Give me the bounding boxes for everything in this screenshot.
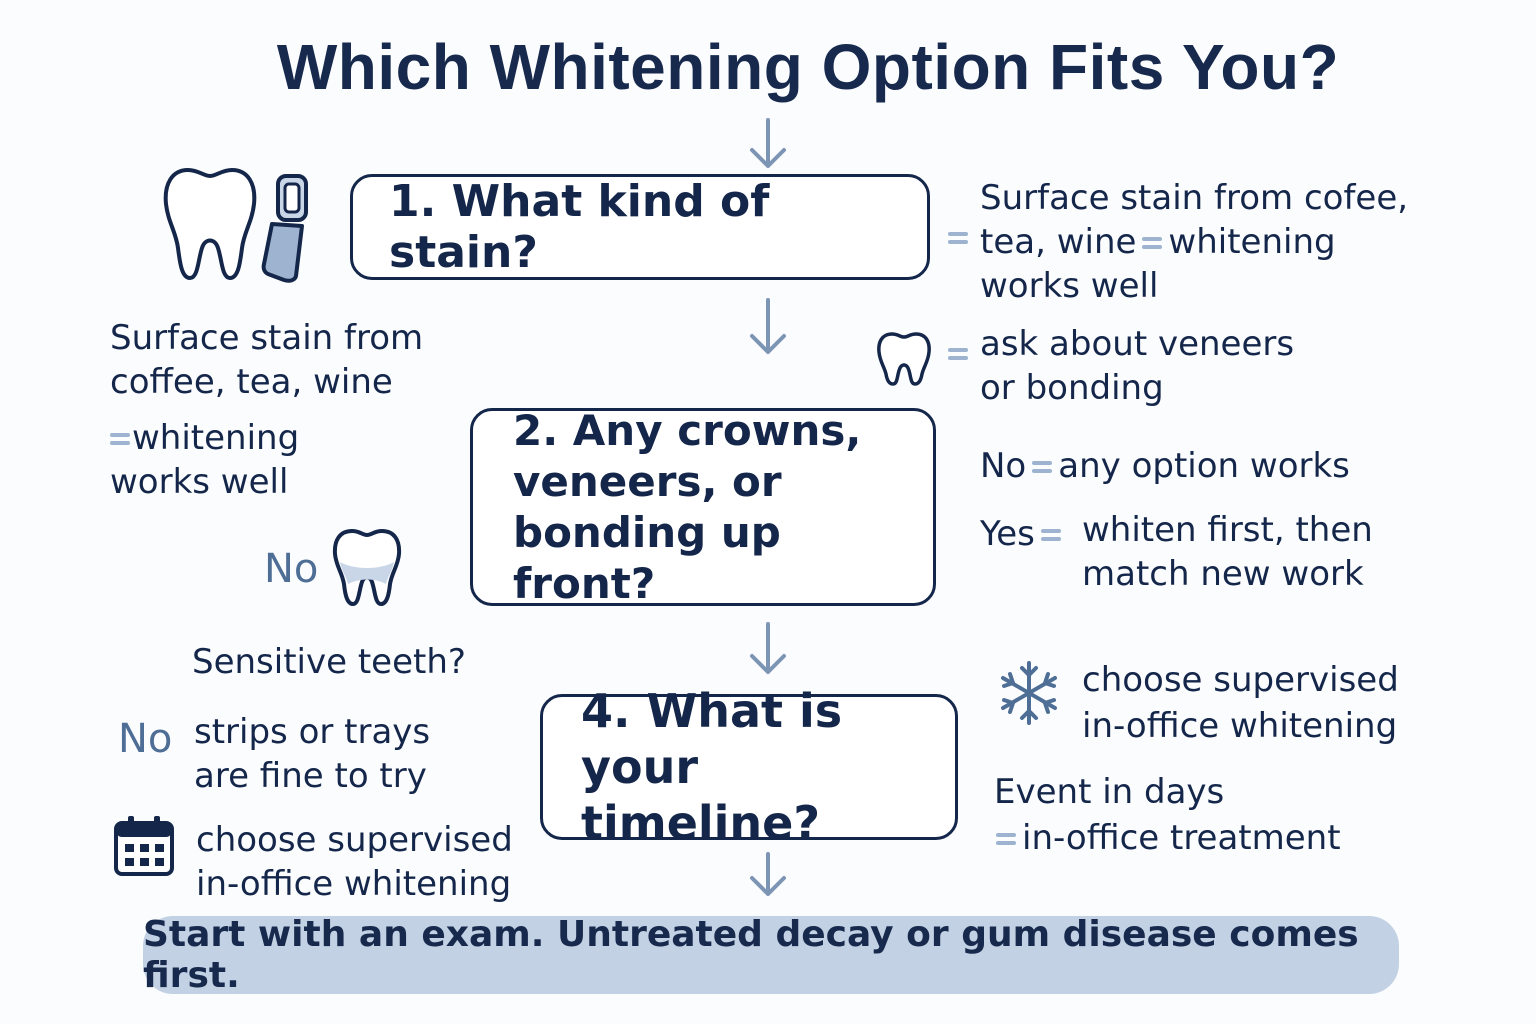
step-2-label: 2. Any crowns, veneers, or bonding up fr… [513, 406, 862, 608]
step-1-box: 1. What kind of stain? [350, 174, 930, 280]
equals-icon [1032, 461, 1052, 475]
equals-icon [1041, 529, 1061, 543]
left-no-label-1: No [264, 546, 319, 592]
whitening-pen-icon [261, 174, 308, 283]
right-yes-label-row: Yes [980, 512, 1067, 556]
arrow-down-icon [750, 118, 786, 168]
tooth-icon [163, 168, 257, 280]
step-2-box: 2. Any crowns, veneers, or bonding up fr… [470, 406, 936, 608]
right-no-row: No any option works [980, 444, 1350, 488]
left-whiten-line-1: whitening [132, 418, 300, 458]
step-1-label: 1. What kind of stain? [389, 176, 770, 278]
tooth-no-icon [332, 529, 402, 606]
footer-text: Start with an exam. Untreated decay or g… [143, 914, 1359, 996]
equals-icon [1142, 237, 1162, 251]
arrow-down-icon [750, 298, 786, 354]
step-4-box: 4. What is your timeline? [540, 684, 958, 850]
arrow-down-icon [750, 852, 786, 896]
right-yes-label: Yes [980, 514, 1035, 554]
left-stain-line-1: Surface stain from [110, 318, 424, 358]
right-supervised-line-2: in-office whitening [1082, 706, 1398, 746]
right-veneers-line-2: or bonding [980, 368, 1164, 408]
small-tooth-icon [877, 332, 931, 386]
left-strips-line-1: strips or trays [194, 712, 431, 752]
left-supervised-line-1: choose supervised [196, 820, 513, 860]
equals-icon [110, 433, 130, 447]
left-stain-line-2: coffee, tea, wine [110, 362, 393, 402]
right-event-line-2-row: in-office treatment [990, 816, 1341, 860]
calendar-icon [114, 816, 174, 876]
footer-note: Start with an exam. Untreated decay or g… [143, 914, 1399, 996]
connector-equals [942, 228, 974, 247]
equals-icon [996, 833, 1016, 847]
left-supervised-line-2: in-office whitening [196, 864, 512, 904]
snowflake-icon [1001, 661, 1057, 725]
right-no-label: No [980, 446, 1027, 486]
left-sensitive: Sensitive teeth? [192, 642, 466, 682]
right-stain-line-2: tea, wine whitening [980, 220, 1336, 264]
left-whiten-line-2: works well [110, 462, 289, 502]
right-yes-line-2: match new work [1082, 554, 1364, 594]
left-strips-line-2: are fine to try [194, 756, 427, 796]
step-4-label: 4. What is your timeline? [581, 684, 843, 850]
arrow-down-icon [750, 622, 786, 674]
left-no-label-2: No [118, 716, 173, 762]
right-veneers-line-1: ask about veneers [980, 324, 1295, 364]
right-stain-line-2b: whitening [1168, 222, 1336, 262]
right-event-line-2: in-office treatment [1022, 818, 1341, 858]
right-yes-line-1: whiten first, then [1082, 510, 1373, 550]
connector-equals [942, 344, 974, 363]
right-stain-line-1: Surface stain from cofee, [980, 178, 1409, 218]
left-whiten-row: whitening [104, 416, 299, 460]
page-title: Which Whitening Option Fits You? [276, 31, 1340, 103]
right-supervised-line-1: choose supervised [1082, 660, 1399, 700]
right-stain-line-3: works well [980, 266, 1159, 306]
right-no-text: any option works [1058, 446, 1350, 486]
right-event-line-1: Event in days [994, 772, 1225, 812]
right-stain-line-2a: tea, wine [980, 222, 1137, 262]
